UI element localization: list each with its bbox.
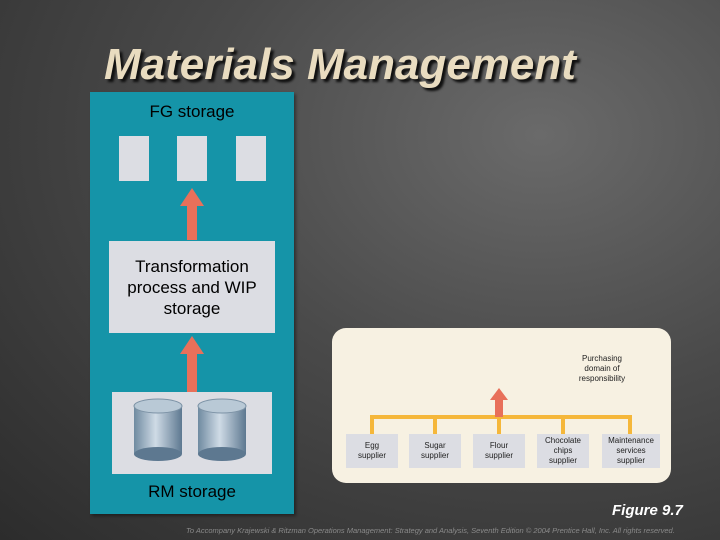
purchasing-domain-label: Purchasing domain of responsibility — [578, 354, 626, 383]
copyright-footer: To Accompany Krajewski & Ritzman Operati… — [186, 526, 675, 535]
supplier-box-maintenance-services: Maintenance services supplier — [602, 434, 660, 468]
materials-flow-panel: FG storage Transformation process and WI… — [90, 92, 294, 514]
figure-label: Figure 9.7 — [612, 502, 683, 519]
up-arrow-to-transformation — [180, 336, 204, 394]
supplier-branch-connector — [370, 388, 632, 435]
supplier-box-egg: Egg supplier — [346, 434, 398, 468]
purchasing-domain-panel: Purchasing domain of responsibility Egg … — [332, 328, 671, 483]
supplier-box-sugar: Sugar supplier — [409, 434, 461, 468]
up-arrow-to-fg — [180, 188, 204, 240]
rm-storage-label: RM storage — [148, 482, 236, 501]
transformation-process-box: Transformation process and WIP storage — [109, 241, 275, 333]
fg-storage-box — [177, 136, 207, 181]
supplier-box-flour: Flour supplier — [473, 434, 525, 468]
slide-title: Materials Management — [104, 40, 576, 89]
rm-storage-box — [112, 392, 272, 474]
transformation-process-label: Transformation process and WIP storage — [127, 256, 257, 318]
fg-storage-box — [119, 136, 149, 181]
rm-cylinders — [133, 398, 247, 461]
supplier-box-chocolate-chips: Chocolate chips supplier — [537, 434, 589, 468]
rm-cylinder — [133, 398, 183, 461]
fg-storage-box — [236, 136, 266, 181]
rm-cylinder — [197, 398, 247, 461]
fg-storage-label: FG storage — [149, 102, 235, 121]
